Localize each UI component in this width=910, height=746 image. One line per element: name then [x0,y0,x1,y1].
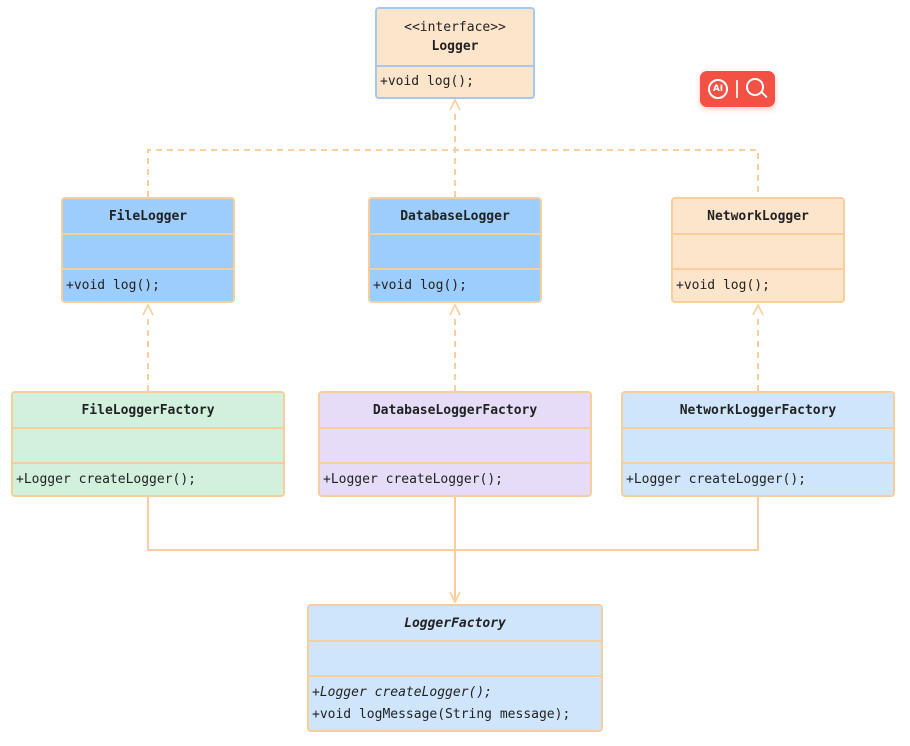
network-logger-node[interactable]: NetworkLogger +void log(); [671,197,845,303]
method-create-logger: +Logger createLogger(); [16,471,197,487]
method-create-logger: +Logger createLogger(); [312,684,493,700]
file-logger-factory-node[interactable]: FileLoggerFactory +Logger createLogger()… [11,391,285,497]
logger-factory-node[interactable]: LoggerFactory +Logger createLogger(); +v… [307,604,603,732]
logger-interface-header: <<interface>> Logger [377,9,533,67]
file-logger-factory-attributes [13,429,283,464]
method-log: +void log(); [380,74,474,89]
method-create-logger: +Logger createLogger(); [323,471,504,487]
database-logger-node[interactable]: DatabaseLogger +void log(); [368,197,542,303]
database-logger-attributes [370,235,540,270]
database-logger-factory-node[interactable]: DatabaseLoggerFactory +Logger createLogg… [318,391,592,497]
logger-factory-name: LoggerFactory [309,606,601,642]
database-logger-methods: +void log(); [370,270,540,301]
badge-divider [736,80,738,98]
database-logger-factory-attributes [320,429,590,464]
logger-interface-name: Logger [431,39,479,54]
logger-interface-methods: +void log(); [377,67,533,97]
search-icon[interactable] [746,78,764,96]
method-log-message: +void logMessage(String message); [312,706,571,722]
logger-interface-node[interactable]: <<interface>> Logger +void log(); [375,7,535,99]
file-logger-node[interactable]: FileLogger +void log(); [61,197,235,303]
file-logger-name: FileLogger [63,199,233,235]
method-create-logger: +Logger createLogger(); [626,471,807,487]
database-logger-factory-methods: +Logger createLogger(); [320,464,590,495]
method-log: +void log(); [676,277,770,293]
method-log: +void log(); [66,277,160,293]
network-logger-attributes [673,235,843,270]
file-logger-methods: +void log(); [63,270,233,301]
network-logger-factory-attributes [623,429,893,464]
logger-factory-methods: +Logger createLogger(); +void logMessage… [309,677,601,730]
ai-icon[interactable]: AI [708,79,728,99]
network-logger-name: NetworkLogger [673,199,843,235]
edge-factories-to-loggerfactory [147,497,759,602]
network-logger-factory-node[interactable]: NetworkLoggerFactory +Logger createLogge… [621,391,895,497]
file-logger-factory-name: FileLoggerFactory [13,393,283,429]
network-logger-factory-name: NetworkLoggerFactory [623,393,893,429]
file-logger-attributes [63,235,233,270]
interface-stereotype: <<interface>> [404,20,506,35]
network-logger-methods: +void log(); [673,270,843,301]
database-logger-factory-name: DatabaseLoggerFactory [320,393,590,429]
database-logger-name: DatabaseLogger [370,199,540,235]
edge-loggers-to-interface [147,100,759,197]
ai-badge[interactable]: AI [700,71,775,107]
method-log: +void log(); [373,277,467,293]
network-logger-factory-methods: +Logger createLogger(); [623,464,893,495]
logger-factory-attributes [309,642,601,677]
file-logger-factory-methods: +Logger createLogger(); [13,464,283,495]
